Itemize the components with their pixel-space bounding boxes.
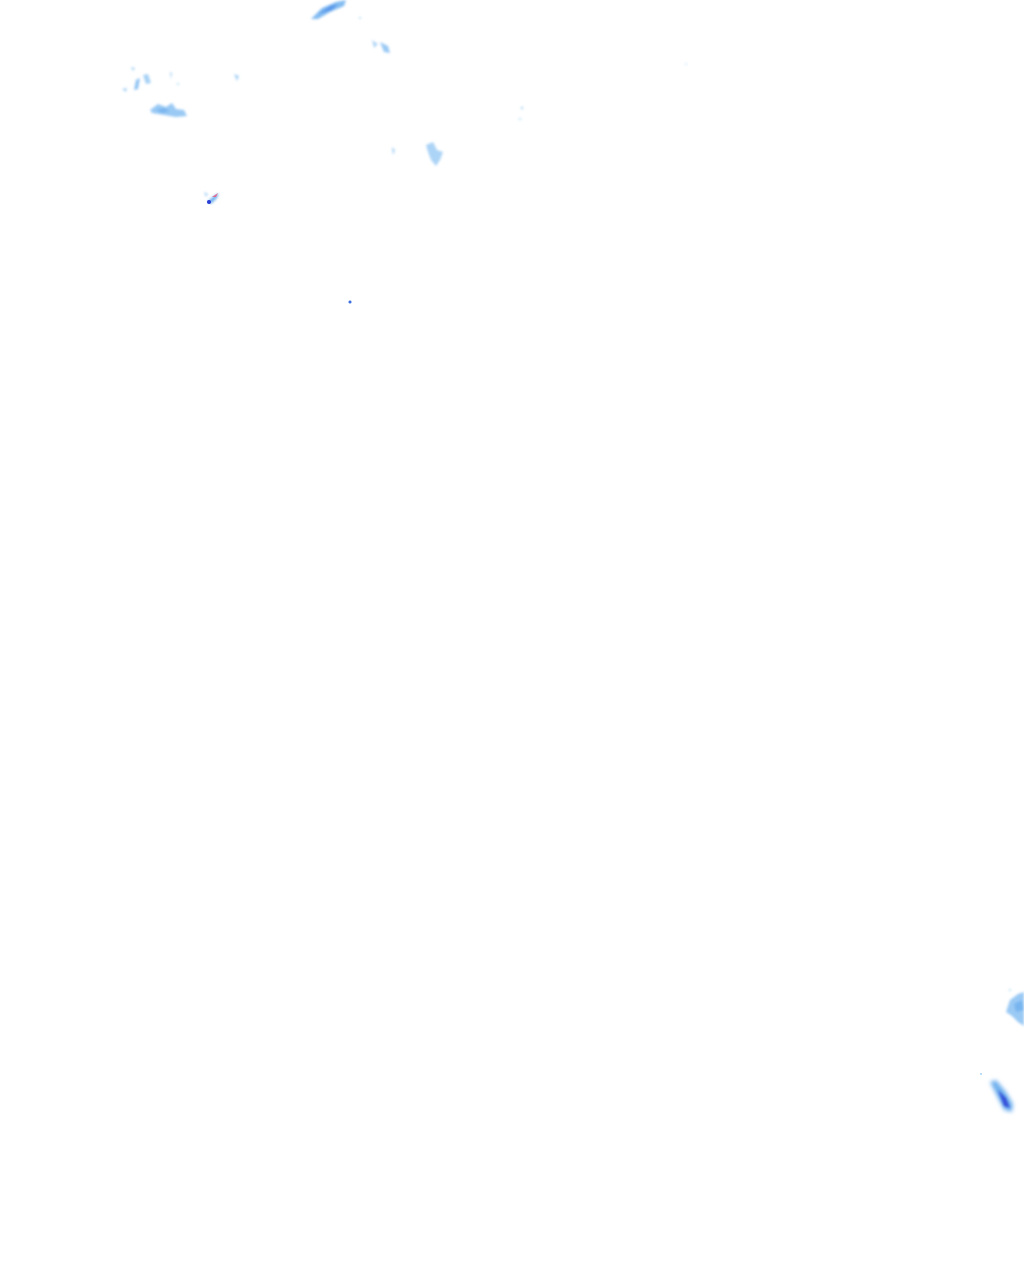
echo-top-center-small [359, 17, 390, 53]
echo-right-edge-cell [980, 1073, 1013, 1112]
echo-center-dot [348, 300, 352, 304]
echo-left-cell [204, 192, 219, 204]
echo-right-edge-cluster [1006, 989, 1024, 1026]
echo-upper-left-band [150, 103, 187, 117]
echo-top-center-streak [311, 0, 346, 19]
echo-center-upper-blob [392, 63, 687, 166]
echo-upper-left-scatter [122, 67, 239, 92]
